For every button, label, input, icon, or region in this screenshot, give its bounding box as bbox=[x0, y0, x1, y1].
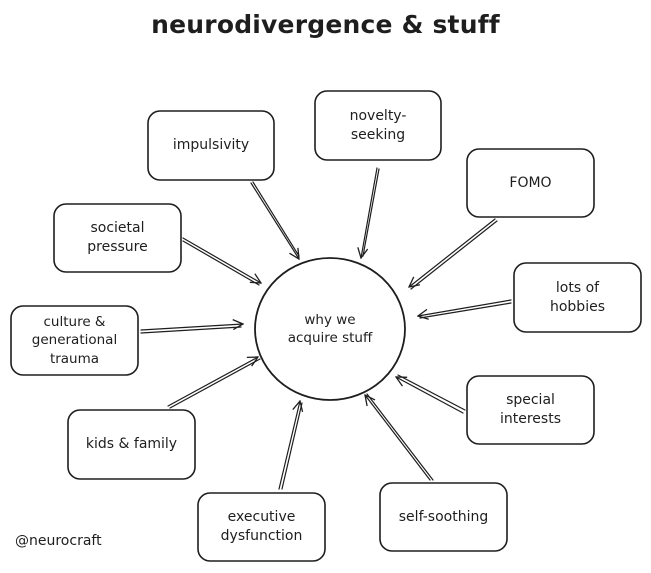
node-societal-pressure: societal pressure bbox=[87, 220, 148, 255]
box-novelty-seeking bbox=[314, 90, 442, 161]
node-kids-family: kids & family bbox=[85, 436, 178, 453]
arrow-societal-pressure bbox=[182, 237, 261, 286]
arrow-culture-generational-trauma bbox=[140, 324, 243, 334]
box-societal-pressure bbox=[53, 203, 182, 273]
box-culture-generational-trauma bbox=[10, 305, 139, 376]
arrow-impulsivity bbox=[250, 181, 299, 259]
arrow-special-interests bbox=[396, 374, 466, 414]
center-circle bbox=[254, 257, 406, 401]
center-label: why we acquire stuff bbox=[287, 311, 373, 346]
diagram-title: neurodivergence & stuff bbox=[151, 10, 500, 39]
arrow-fomo bbox=[409, 218, 498, 290]
box-self-soothing bbox=[379, 482, 508, 552]
author-handle: @neurocraft bbox=[15, 533, 102, 549]
node-lots-of-hobbies: lots of hobbies bbox=[549, 279, 605, 315]
arrow-novelty-seeking bbox=[361, 167, 380, 258]
arrow-self-soothing bbox=[365, 393, 434, 481]
box-impulsivity bbox=[147, 110, 275, 181]
box-kids-family bbox=[67, 409, 196, 480]
node-novelty-seeking: novelty- seeking bbox=[349, 107, 407, 143]
node-self-soothing: self-soothing bbox=[398, 508, 489, 525]
arrow-executive-dysfunction bbox=[278, 401, 302, 490]
box-fomo bbox=[466, 148, 595, 218]
arrow-kids-family bbox=[167, 357, 261, 409]
box-executive-dysfunction bbox=[197, 492, 326, 562]
node-culture-generational-trauma: culture & generational trauma bbox=[31, 314, 118, 367]
node-fomo: FOMO bbox=[509, 174, 552, 191]
box-lots-of-hobbies bbox=[513, 262, 642, 333]
arrow-lots-of-hobbies bbox=[418, 299, 512, 318]
box-special-interests bbox=[466, 375, 595, 445]
node-special-interests: special interests bbox=[499, 392, 561, 427]
node-executive-dysfunction: executive dysfunction bbox=[220, 509, 303, 544]
node-impulsivity: impulsivity bbox=[172, 137, 250, 154]
